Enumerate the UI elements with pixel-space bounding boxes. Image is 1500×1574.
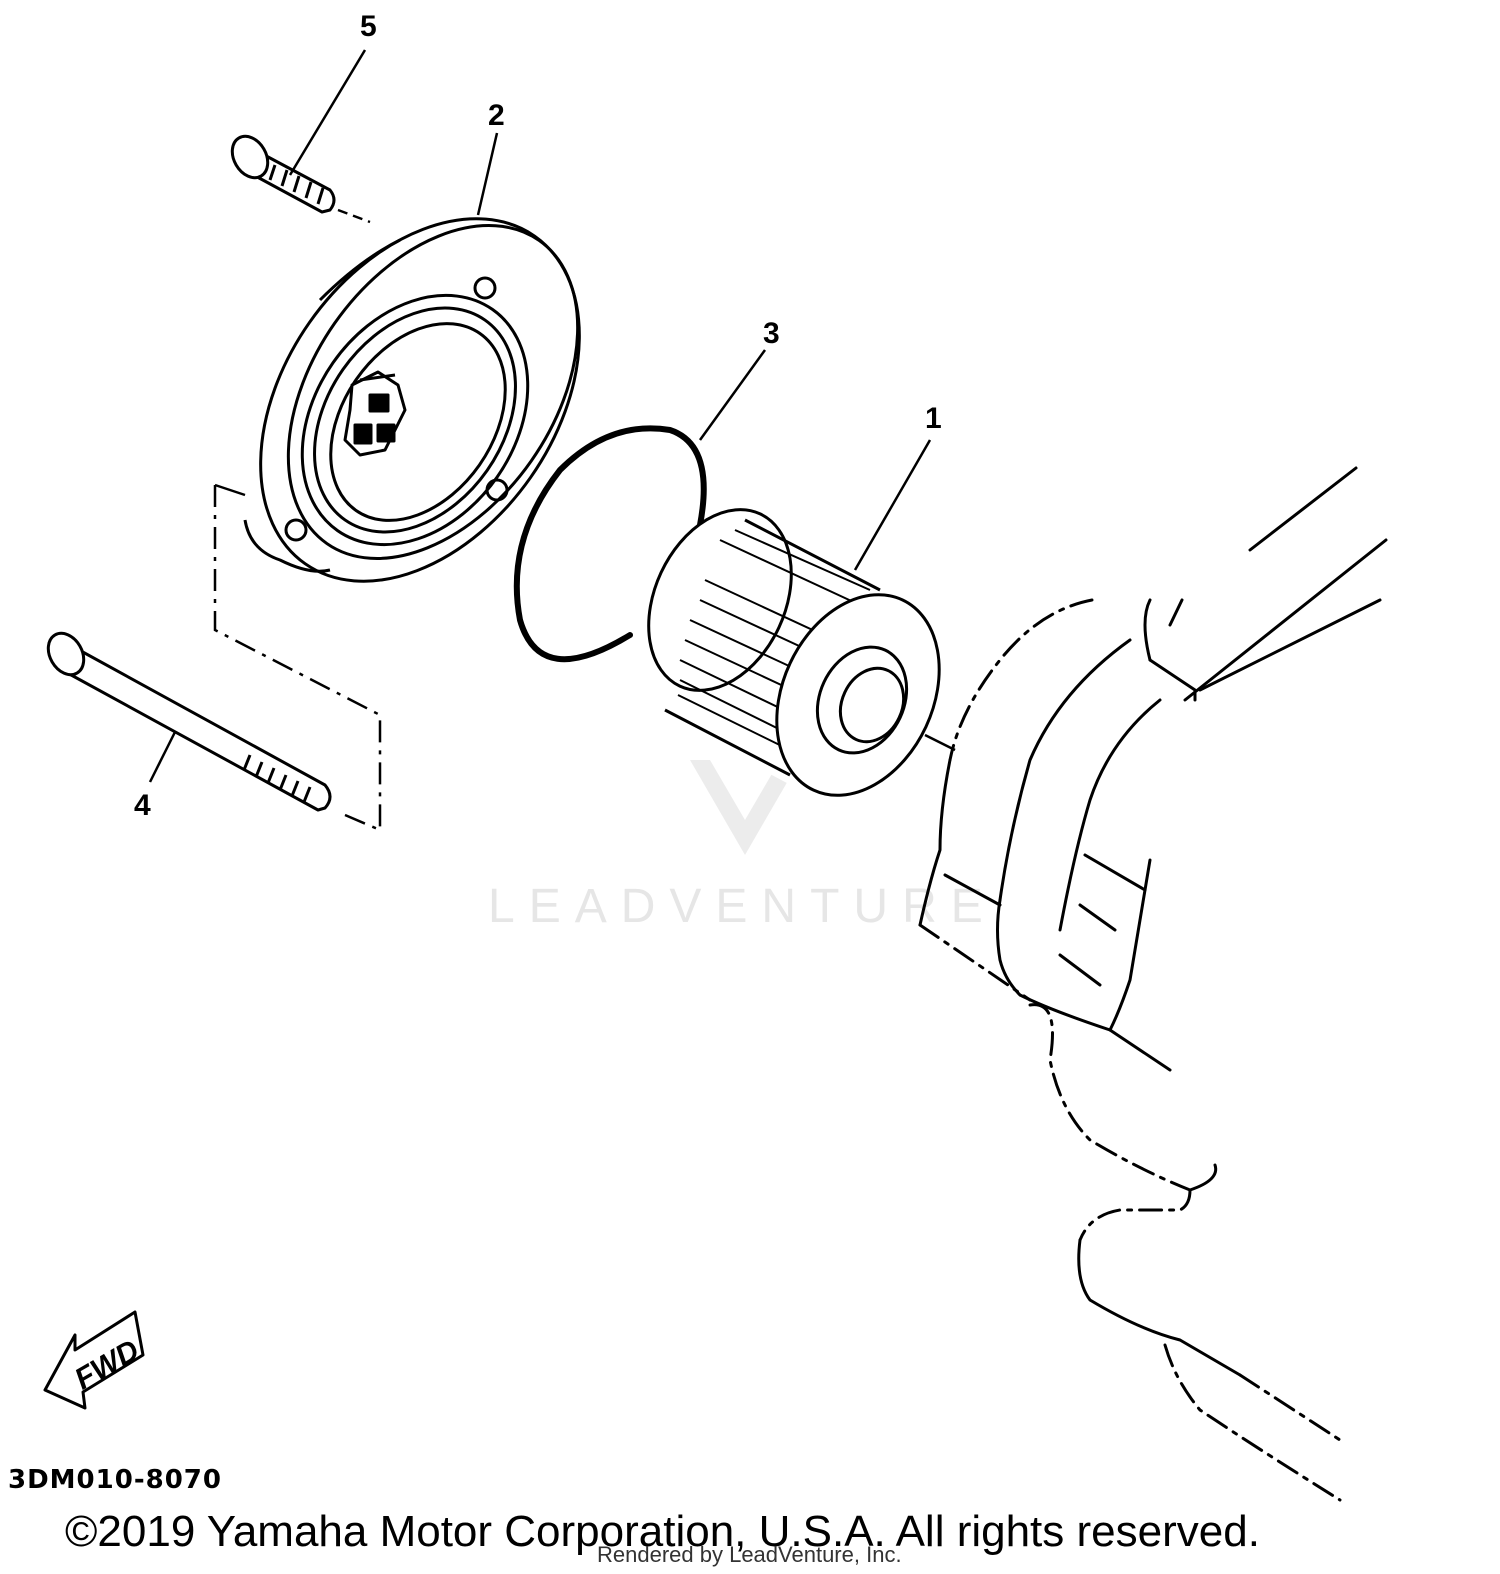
watermark-logo-icon: [690, 760, 800, 855]
callout-part-2: 2: [488, 99, 505, 132]
filter-cover-part-2: [243, 217, 581, 583]
watermark: LEADVENTURE: [488, 760, 997, 933]
callout-part-5: 5: [360, 10, 377, 43]
o-ring-part-3: [513, 425, 707, 663]
callout-part-4: 4: [134, 789, 151, 822]
oil-filter-part-1: [647, 508, 941, 797]
diagram-code: 3DM010-8070: [8, 1465, 222, 1495]
long-bolt-part-4: [46, 631, 332, 812]
short-bolt-part-5: [230, 134, 336, 214]
assembly-lines: [213, 208, 956, 832]
callout-part-3: 3: [763, 317, 780, 350]
watermark-text: LEADVENTURE: [488, 880, 997, 933]
copyright-text: ©2019 Yamaha Motor Corporation, U.S.A. A…: [65, 1507, 1260, 1556]
fwd-arrow-icon: FWD: [43, 1310, 145, 1410]
crankcase-outline: [918, 466, 1388, 1502]
callout-part-1: 1: [925, 402, 942, 435]
callout-leaders: [148, 49, 932, 783]
rendered-by-text: Rendered by LeadVenture, Inc.: [597, 1542, 902, 1567]
